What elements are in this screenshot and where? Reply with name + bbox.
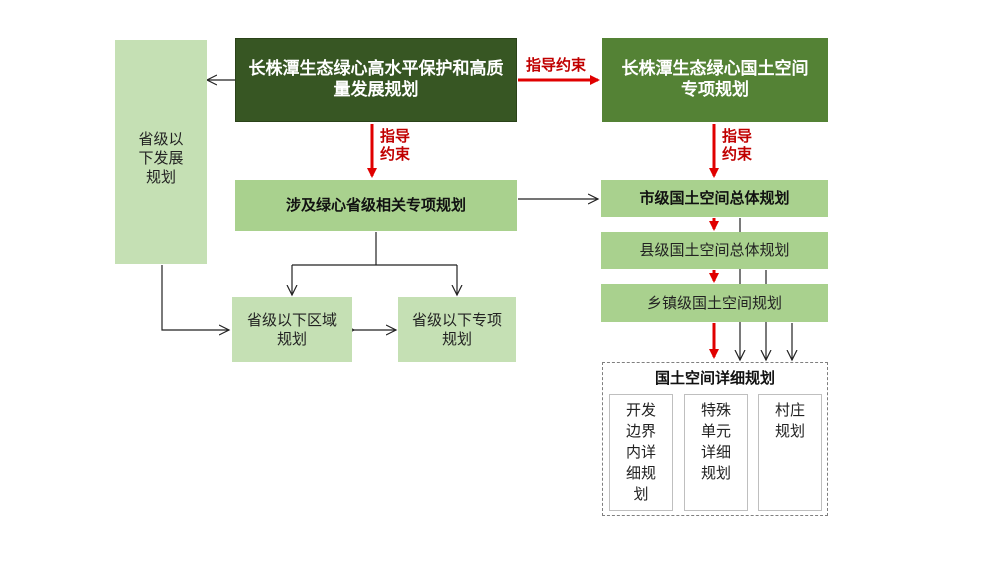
city-plan-label: 市级国土空间总体规划 [639, 189, 790, 208]
detail-item-village: 村庄规划 [758, 394, 822, 511]
guide-label-vertical-right: 指导约束 [722, 127, 756, 163]
guide-label-horizontal: 指导约束 [526, 56, 587, 74]
arrow-leftcol-to-regional [161, 265, 229, 330]
detail-item-special-unit-label: 特殊单元详细规划 [700, 401, 731, 482]
township-plan-box: 乡镇级国土空间规划 [601, 284, 828, 322]
regional-plan-label: 省级以下区域规划 [246, 310, 337, 348]
guide-label-vertical-right-text: 指导约束 [722, 127, 753, 163]
guide-label-vertical-left: 指导约束 [380, 127, 414, 163]
left-dev-plan-box: 省级以下发展规划 [115, 40, 207, 264]
top-right-box: 长株潭生态绿心国土空间专项规划 [602, 38, 828, 122]
city-plan-box: 市级国土空间总体规划 [601, 180, 828, 217]
county-plan-box: 县级国土空间总体规划 [601, 232, 828, 269]
detail-item-dev-boundary-label: 开发边界内详细规划 [625, 401, 656, 503]
detail-item-special-unit: 特殊单元详细规划 [684, 394, 748, 511]
detail-item-village-label: 村庄规划 [774, 401, 805, 440]
top-left-box: 长株潭生态绿心高水平保护和高质量发展规划 [235, 38, 517, 122]
detail-plan-frame [602, 362, 828, 516]
sub-special-plan-box: 省级以下专项规划 [398, 297, 516, 362]
top-right-label: 长株潭生态绿心国土空间专项规划 [621, 58, 809, 100]
provincial-special-plan-box: 涉及绿心省级相关专项规划 [235, 180, 517, 231]
sub-special-plan-label: 省级以下专项规划 [411, 310, 502, 348]
detail-plan-title: 国土空间详细规划 [654, 369, 775, 387]
detail-item-dev-boundary: 开发边界内详细规划 [609, 394, 673, 511]
township-plan-label: 乡镇级国土空间规划 [646, 293, 782, 312]
provincial-special-plan-label: 涉及绿心省级相关专项规划 [285, 196, 466, 215]
regional-plan-box: 省级以下区域规划 [232, 297, 352, 362]
left-dev-plan-label: 省级以下发展规划 [138, 130, 184, 186]
top-left-label: 长株潭生态绿心高水平保护和高质量发展规划 [248, 58, 504, 100]
guide-label-vertical-left-text: 指导约束 [380, 127, 411, 163]
county-plan-label: 县级国土空间总体规划 [639, 241, 790, 260]
